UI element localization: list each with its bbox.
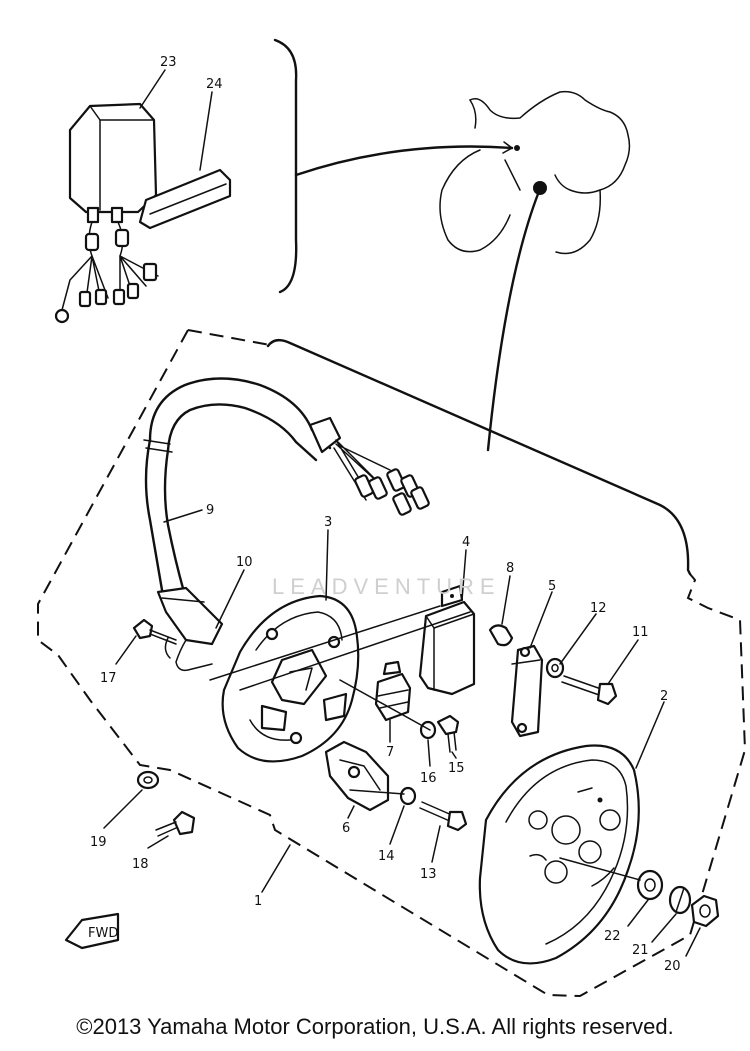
callout-8: 8: [506, 561, 514, 576]
stator-plate: [221, 594, 360, 763]
callout-21: 21: [632, 943, 649, 958]
callout-14: 14: [378, 849, 395, 864]
callout-16: 16: [420, 771, 437, 786]
callout-10: 10: [236, 555, 253, 570]
callout-22: 22: [604, 929, 621, 944]
parts-diagram: LEADVENTURE FWD 1 2 3 4 5 6 7 8 9 10 11 …: [37, 38, 747, 998]
copyright-notice: ©2013 Yamaha Motor Corporation, U.S.A. A…: [76, 1014, 674, 1039]
callout-13: 13: [420, 867, 437, 882]
callout-3: 3: [324, 515, 332, 530]
callout-9: 9: [206, 503, 214, 518]
callout-12: 12: [590, 601, 607, 616]
fasteners: [132, 618, 618, 837]
fwd-label: FWD: [88, 926, 118, 941]
collar: [488, 624, 514, 647]
wiring-harness: [143, 377, 430, 672]
rectifier-bracket: [510, 644, 544, 738]
callout-19: 19: [90, 835, 107, 850]
callout-numbers: 1 2 3 4 5 6 7 8 9 10 11 12 13 14 15 16 1…: [90, 55, 681, 974]
cdi-bracket: [138, 168, 232, 230]
regulator: [374, 672, 412, 722]
flywheel-rotor: [478, 744, 640, 965]
ignition-coil: [418, 584, 476, 696]
callout-23: 23: [160, 55, 177, 70]
callout-17: 17: [100, 671, 117, 686]
callout-2: 2: [660, 689, 668, 704]
callout-1: 1: [254, 894, 262, 909]
callout-leaders: [103, 69, 701, 957]
callout-15: 15: [448, 761, 465, 776]
washer-22: [636, 869, 664, 901]
callout-11: 11: [632, 625, 649, 640]
callout-6: 6: [342, 821, 350, 836]
flange-nut-20: [690, 894, 720, 928]
callout-7: 7: [386, 745, 394, 760]
callout-18: 18: [132, 857, 149, 872]
motorcycle-outline-icon: [439, 90, 631, 255]
assembly-boundary: [37, 329, 747, 998]
callout-5: 5: [548, 579, 556, 594]
callout-4: 4: [462, 535, 470, 550]
inset-cdi-group: [54, 38, 298, 324]
fwd-arrow-icon: FWD: [64, 912, 120, 950]
watermark-text: LEADVENTURE: [272, 574, 501, 599]
callout-20: 20: [664, 959, 681, 974]
callout-24: 24: [206, 77, 223, 92]
